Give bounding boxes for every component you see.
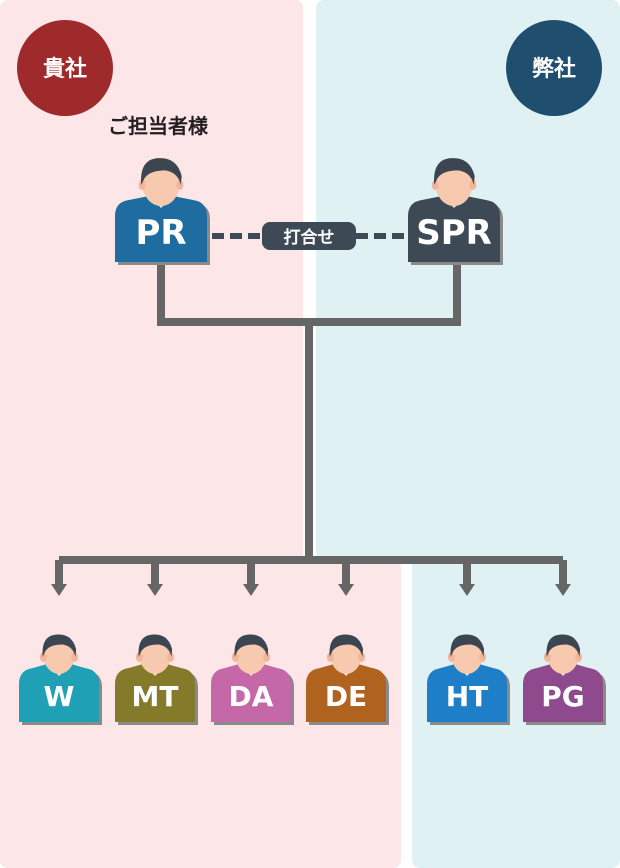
person-body bbox=[115, 664, 195, 722]
role-label: DE bbox=[325, 680, 367, 713]
arrow-head bbox=[338, 584, 354, 596]
person-body bbox=[408, 196, 500, 262]
person-body bbox=[115, 196, 207, 262]
person-body bbox=[211, 664, 291, 722]
company-badge: 弊社 bbox=[506, 20, 602, 116]
person-body bbox=[19, 664, 99, 722]
person-ear bbox=[447, 652, 455, 662]
person-body bbox=[523, 664, 603, 722]
person-mt: MT bbox=[115, 634, 198, 725]
person-hair bbox=[434, 158, 475, 185]
person-hair bbox=[42, 634, 77, 657]
role-label: W bbox=[44, 680, 75, 713]
person-pr: PR bbox=[115, 158, 210, 265]
company-badge-label: 弊社 bbox=[532, 56, 576, 82]
person-hair bbox=[450, 634, 485, 657]
person-ear bbox=[176, 180, 184, 190]
client-badge: 貴社 bbox=[17, 20, 113, 116]
person-hair bbox=[329, 634, 364, 657]
person-spr: SPR bbox=[408, 158, 503, 265]
company-panel bbox=[316, 0, 620, 560]
role-label: PR bbox=[135, 213, 186, 253]
role-label: MT bbox=[132, 680, 179, 713]
person-ear bbox=[231, 652, 239, 662]
person-ear bbox=[358, 652, 366, 662]
person-ear bbox=[326, 652, 334, 662]
arrow-head bbox=[51, 584, 67, 596]
connector-lines bbox=[51, 260, 571, 596]
person-hair bbox=[138, 634, 173, 657]
person-ear bbox=[431, 180, 439, 190]
client-badge-label: 貴社 bbox=[43, 56, 87, 82]
arrow-head bbox=[147, 584, 163, 596]
person-ear bbox=[469, 180, 477, 190]
role-label: PG bbox=[541, 680, 585, 713]
person-ear bbox=[135, 652, 143, 662]
contact-label: ご担当者様 bbox=[108, 114, 209, 138]
person-ht: HT bbox=[427, 634, 510, 725]
person-body bbox=[306, 664, 386, 722]
person-pg: PG bbox=[523, 634, 606, 725]
role-label: HT bbox=[446, 680, 489, 713]
role-label: SPR bbox=[416, 213, 492, 253]
meeting-label: 打合せ bbox=[284, 227, 335, 248]
person-ear bbox=[167, 652, 175, 662]
person-w: W bbox=[19, 634, 102, 725]
arrow-head bbox=[555, 584, 571, 596]
person-hair bbox=[141, 158, 182, 185]
person-ear bbox=[543, 652, 551, 662]
person-da: DA bbox=[211, 634, 294, 725]
person-hair bbox=[546, 634, 581, 657]
person-ear bbox=[263, 652, 271, 662]
client-panel-lower bbox=[0, 560, 401, 868]
meeting-pill bbox=[262, 222, 356, 250]
arrow-head bbox=[243, 584, 259, 596]
person-ear bbox=[479, 652, 487, 662]
person-ear bbox=[575, 652, 583, 662]
person-ear bbox=[71, 652, 79, 662]
person-de: DE bbox=[306, 634, 389, 725]
person-hair bbox=[234, 634, 269, 657]
company-panel-lower bbox=[412, 540, 620, 868]
person-ear bbox=[39, 652, 47, 662]
person-body bbox=[427, 664, 507, 722]
arrow-head bbox=[459, 584, 475, 596]
role-label: DA bbox=[229, 680, 274, 713]
person-ear bbox=[138, 180, 146, 190]
